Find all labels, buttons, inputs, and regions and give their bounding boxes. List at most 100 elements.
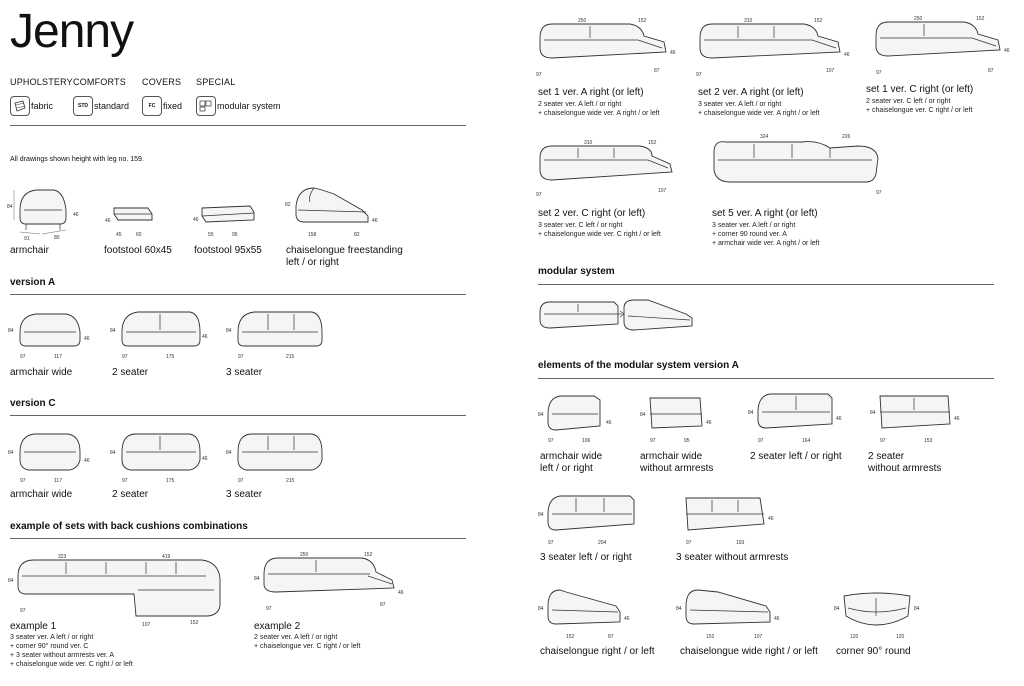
- caption-line: 2 seater ver. C left / or right: [866, 98, 951, 105]
- set-5-a-drawing: 324 226 97: [713, 134, 882, 196]
- element-2-seater-drawing: 84 46 97 164: [748, 393, 842, 444]
- version-c-2-seater-drawing: 84 46 97 175: [110, 433, 208, 484]
- element-2-seater-label: 2 seater left / or right: [750, 451, 842, 462]
- dim-text: 80: [54, 235, 60, 241]
- dim-text: 84: [748, 410, 754, 416]
- sets-divider: [10, 538, 466, 539]
- dim-text: 97: [536, 72, 542, 78]
- dim-text: 215: [286, 354, 295, 360]
- dim-text: 60: [136, 232, 142, 238]
- set-1-c-drawing: 250 152 46 97 87: [875, 16, 1010, 76]
- dim-text: 84: [254, 576, 260, 582]
- caption-line: + chaiselongue wide ver. A right / or le…: [538, 110, 660, 117]
- dim-text: 46: [624, 616, 630, 622]
- dim-text: 84: [538, 606, 544, 612]
- dim-text: 97: [548, 540, 554, 546]
- dim-text: 152: [648, 140, 657, 146]
- caption-line: + armchair wide ver. A right / or left: [712, 240, 820, 247]
- dim-text: 84: [914, 606, 920, 612]
- armchair-drawing: 84 91 80 46: [7, 189, 79, 242]
- set-2-c-drawing: 310 152 97 107: [536, 140, 673, 198]
- set-1-c-label: set 1 ver. C right (or left): [866, 84, 974, 95]
- dim-text: 97: [876, 70, 882, 76]
- dim-text: 158: [308, 232, 317, 238]
- set-1-c-caption: 2 seater ver. C left / or right + chaise…: [866, 97, 972, 115]
- dim-text: 46: [768, 516, 774, 522]
- version-c-3-seater-label: 3 seater: [226, 489, 263, 500]
- standard-label: standard: [94, 101, 130, 111]
- set-2-c-caption: 3 seater ver. C left / or right + chaise…: [538, 221, 661, 239]
- element-corner-drawing: 84 84 120 120: [834, 592, 920, 640]
- version-a-2-seater-drawing: 84 46 97 175: [110, 311, 208, 360]
- dim-text: 97: [122, 478, 128, 484]
- dim-text: 97: [238, 354, 244, 360]
- dim-text: 84: [110, 450, 116, 456]
- dim-text: 97: [650, 438, 656, 444]
- dim-text: 250: [578, 18, 587, 24]
- dim-text: 324: [760, 134, 769, 140]
- version-a-armchair-wide-drawing: 84 46 97 117: [8, 313, 90, 360]
- elements-divider: [538, 378, 994, 379]
- set-1-a-label: set 1 ver. A right (or left): [538, 87, 644, 98]
- element-chaiselongue-wide-label: chaiselongue wide right / or left: [680, 646, 818, 657]
- dim-text: 46: [84, 336, 90, 342]
- dim-text: 46: [202, 334, 208, 340]
- modular-heading: modular system: [538, 266, 615, 277]
- caption-line: 2 seater ver. A left / or right: [538, 101, 622, 108]
- dim-text: 46: [84, 458, 90, 464]
- dim-text: 323: [58, 554, 67, 560]
- caption-line: 3 seater ver. A left / or right: [698, 101, 782, 108]
- example-1-drawing: 84 323 419 97 107 152: [8, 554, 221, 626]
- element-armchair-wide-label: armchair wide left / or right: [540, 451, 603, 474]
- dim-text: 107: [142, 622, 151, 626]
- dim-text: 97: [536, 192, 542, 198]
- dim-text: 175: [166, 478, 175, 484]
- dim-text: 152: [976, 16, 985, 22]
- caption-line: + corner 90° round ver. C: [10, 643, 89, 650]
- dim-text: 215: [286, 478, 295, 484]
- sets-heading: example of sets with back cushions combi…: [10, 521, 248, 532]
- example-1-caption: 3 seater ver. A left / or right + corner…: [10, 633, 133, 669]
- standard-icon: STD: [73, 96, 93, 116]
- dim-text: 152: [566, 634, 575, 640]
- dim-text: 84: [538, 412, 544, 418]
- set-5-a-label: set 5 ver. A right (or left): [712, 208, 818, 219]
- dim-text: 46: [398, 590, 404, 596]
- version-a-armchair-wide-label: armchair wide: [10, 367, 73, 378]
- dim-text: 46: [202, 456, 208, 462]
- dim-text: 84: [8, 328, 14, 334]
- dim-text: 107: [658, 188, 667, 194]
- dim-text: 106: [582, 438, 591, 444]
- element-3-seater-no-arms-drawing: 46 97 193: [685, 497, 774, 546]
- dim-text: 107: [754, 634, 763, 640]
- leg-note: All drawings shown height with leg no. 1…: [10, 156, 144, 163]
- set-2-a-label: set 2 ver. A right (or left): [698, 87, 804, 98]
- element-corner-label: corner 90° round: [836, 646, 911, 657]
- set-2-a-caption: 3 seater ver. A left / or right + chaise…: [698, 100, 820, 118]
- dim-text: 46: [372, 218, 378, 224]
- dim-text: 84: [870, 410, 876, 416]
- version-a-3-seater-label: 3 seater: [226, 367, 263, 378]
- dim-text: 152: [364, 552, 373, 558]
- dim-text: 87: [380, 602, 386, 608]
- caption-line: 3 seater ver. C left / or right: [538, 222, 623, 229]
- dim-text: 97: [876, 190, 882, 196]
- version-c-2-seater-label: 2 seater: [112, 489, 149, 500]
- dim-text: 117: [54, 354, 62, 360]
- version-a-heading: version A: [10, 277, 56, 288]
- elements-heading: elements of the modular system version A: [538, 360, 739, 371]
- dim-text: 250: [300, 552, 309, 558]
- caption-line: + chaiselongue wide ver. A right / or le…: [698, 110, 820, 117]
- modular-system-drawing: [539, 299, 693, 331]
- dim-text: 45: [116, 232, 122, 238]
- dim-text: 95: [232, 232, 238, 238]
- caption-line: + chaiselongue wide ver. C right / or le…: [538, 231, 661, 238]
- fabric-icon: [10, 96, 30, 116]
- upholstery-header: UPHOLSTERY: [10, 77, 73, 87]
- dim-text: 152: [706, 634, 715, 640]
- version-a-3-seater-drawing: 84 97 215: [226, 311, 323, 360]
- version-a-2-seater-label: 2 seater: [112, 367, 149, 378]
- dim-text: 84: [8, 578, 14, 584]
- dim-text: 97: [266, 606, 272, 612]
- dim-text: 193: [736, 540, 745, 546]
